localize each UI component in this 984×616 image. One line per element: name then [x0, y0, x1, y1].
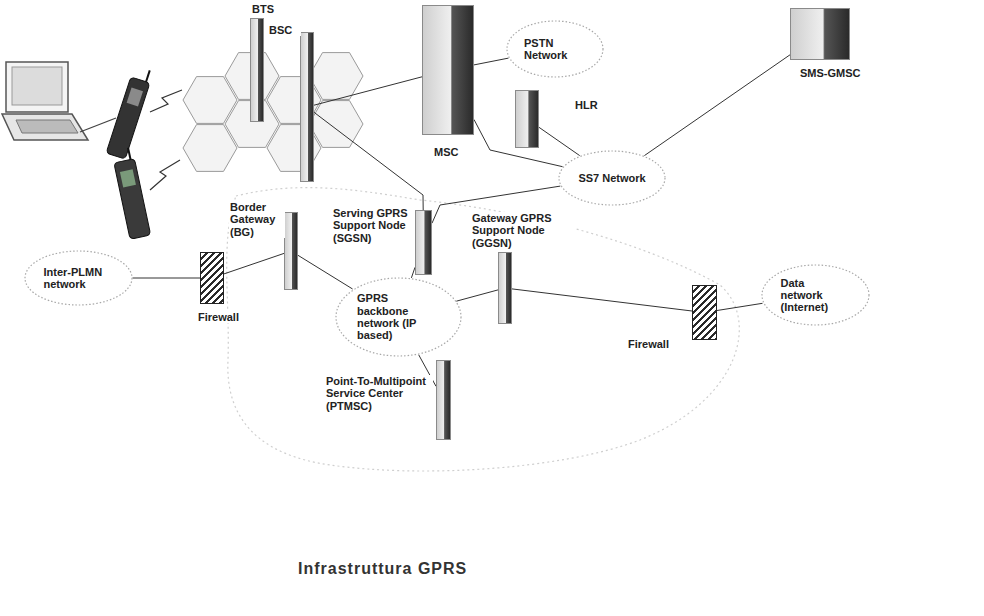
laptop-screen: [6, 62, 68, 112]
node-label: Serving GPRS Support Node (SGSN): [332, 207, 414, 244]
server-rack: SMS-GMSC: [790, 8, 850, 60]
cloud-text: PSTN Network: [524, 37, 586, 62]
network-cloud: Data network (Internet): [761, 264, 870, 326]
network-link: [133, 278, 201, 279]
cloud-label: Data network (Internet): [781, 277, 850, 314]
mobile-phone: [106, 65, 153, 159]
keyboard: [16, 120, 78, 133]
node-label: Firewall: [197, 311, 259, 323]
network-link: [298, 255, 353, 289]
data-cable: [80, 118, 116, 132]
network-link: [314, 77, 422, 105]
cloud-shape: [336, 278, 461, 356]
laptop-display: [12, 67, 62, 105]
node-label: Point-To-Multipoint Service Center (PTMS…: [325, 375, 433, 412]
cell-hexagon: [183, 125, 237, 172]
cloud-label: GPRS backbone network (IP based): [357, 292, 439, 341]
server-rack: Serving GPRS Support Node (SGSN): [415, 210, 432, 275]
network-link: [539, 127, 580, 155]
server-rack: BTS: [250, 18, 264, 122]
cloud-shape: [25, 251, 132, 305]
cloud-label: SS7 Network: [578, 172, 645, 184]
cell-hexagon: [309, 101, 363, 148]
cloud-shape: [559, 151, 665, 205]
cell-grid: [183, 53, 363, 172]
node-label: Firewall: [627, 338, 689, 350]
network-link: [644, 55, 790, 156]
server-rack: BSC: [300, 32, 314, 182]
node-label: Gateway GPRS Support Node (GGSN): [471, 212, 575, 249]
firewall-box: Firewall: [692, 285, 717, 340]
network-link: [456, 290, 498, 301]
node-label: BTS: [251, 3, 293, 15]
cell-hexagon: [309, 53, 363, 100]
network-link: [314, 112, 423, 210]
cloud-text: Data network (Internet): [781, 277, 850, 314]
node-label: SMS-GMSC: [799, 67, 885, 79]
cloud-label: PSTN Network: [524, 37, 586, 62]
server-rack: Gateway GPRS Support Node (GGSN): [498, 252, 512, 324]
cloud-text: Inter-PLMN network: [44, 266, 113, 291]
diagram-caption: Infrastruttura GPRS: [298, 560, 467, 578]
cloud-text: SS7 Network: [578, 172, 645, 184]
network-cloud: PSTN Network: [506, 20, 604, 78]
gprs-region: [227, 188, 740, 471]
phone-antenna: [128, 148, 130, 160]
node-label: HLR: [574, 99, 616, 111]
phone-screen: [120, 169, 136, 187]
network-cloud: GPRS backbone network (IP based): [335, 277, 462, 357]
server-rack: HLR: [515, 90, 539, 148]
network-link: [474, 58, 509, 65]
network-cloud: Inter-PLMN network: [24, 250, 133, 306]
cloud-text: GPRS backbone network (IP based): [357, 292, 439, 341]
node-label: BSC: [268, 24, 301, 36]
network-link: [717, 303, 763, 310]
phone-body: [106, 77, 150, 159]
cloud-shape: [507, 21, 603, 77]
network-link: [512, 289, 692, 311]
node-label: Border Gateway (BG): [229, 201, 285, 238]
cloud-shape: [762, 265, 869, 325]
mobile-phone: [111, 147, 150, 239]
phone-antenna: [146, 70, 150, 81]
cloud-label: Inter-PLMN network: [44, 266, 113, 291]
firewall-box: Firewall: [200, 252, 224, 304]
node-label: MSC: [433, 146, 477, 158]
phone-body: [114, 159, 151, 240]
radio-link: [150, 160, 180, 190]
server-rack: Point-To-Multipoint Service Center (PTMS…: [436, 360, 451, 440]
server-rack: Border Gateway (BG): [284, 212, 298, 290]
laptop-base: [2, 114, 88, 140]
server-rack: MSC: [422, 5, 474, 135]
radio-link: [150, 90, 182, 112]
network-link: [224, 253, 284, 274]
network-cloud: SS7 Network: [558, 150, 666, 206]
phone-screen: [127, 88, 143, 107]
